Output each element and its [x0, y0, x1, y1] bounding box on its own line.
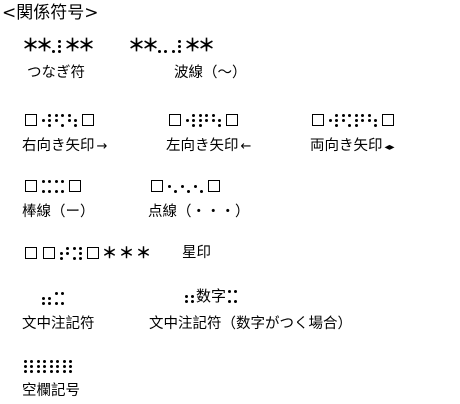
asterisk-icon: ＊ — [184, 36, 201, 56]
braille-cell-icon — [172, 39, 181, 53]
braille-cell-icon — [185, 290, 194, 303]
ryou-yajirushi-symbol — [309, 110, 397, 130]
braille-cell-icon — [158, 40, 167, 53]
migi-yajirushi-label: 右向き矢印→ — [22, 138, 108, 154]
blank-box-icon — [69, 180, 81, 192]
hoshijirushi-symbol: ＊＊＊ — [22, 243, 153, 263]
braille-cell-icon — [199, 113, 208, 127]
braille-cell-icon — [55, 291, 64, 305]
kuuran-symbol — [22, 356, 74, 376]
blank-box-icon — [208, 180, 220, 192]
braille-cell-icon — [42, 113, 51, 127]
blank-box-icon — [25, 180, 37, 192]
blank-box-icon — [312, 114, 324, 126]
braille-cell-icon — [73, 246, 82, 260]
braille-cell-icon — [194, 180, 203, 193]
ryou-yajirushi-label: 両向き矢印◂▸ — [310, 137, 395, 157]
braille-cell-icon — [355, 113, 364, 127]
braille-cell-icon — [212, 113, 221, 127]
blank-box-icon — [87, 247, 99, 259]
page-title: <関係符号> — [2, 3, 99, 23]
asterisk-icon: ＊ — [64, 36, 81, 56]
bunchuu-chuuki-symbol — [40, 288, 66, 308]
braille-cell-icon — [52, 39, 61, 53]
kuuran-label: 空欄記号 — [22, 383, 80, 399]
arrow-right-icon: → — [96, 139, 108, 154]
braille-cell-icon — [42, 179, 51, 193]
bunchuu-chuuki-suuji-symbol: 数字 — [183, 286, 239, 306]
braille-cell-icon — [228, 289, 238, 303]
blank-box-icon — [226, 114, 238, 126]
braille-cell-icon — [60, 246, 69, 260]
hoshijirushi-label: 星印 — [182, 245, 211, 261]
braille-cell-icon — [329, 113, 338, 127]
blank-box-icon — [25, 114, 37, 126]
arrow-both-icon: ◂▸ — [384, 142, 395, 153]
braille-cell-icon — [63, 359, 72, 373]
hasen-label: 波線（～） — [174, 65, 247, 81]
tensen-label: 点線（・・・） — [148, 204, 250, 220]
tsunagi-symbol: ＊ ＊ ＊ ＊ — [22, 36, 95, 56]
hidari-yajirushi-symbol — [166, 110, 241, 130]
blank-box-icon — [82, 114, 94, 126]
hidari-yajirushi-label: 左向き矢印← — [166, 138, 252, 154]
braille-cell-icon — [168, 180, 177, 193]
braille-cell-icon — [181, 180, 190, 193]
braille-cell-icon — [55, 113, 64, 127]
hasen-symbol: ＊ ＊ ＊ ＊ — [128, 36, 215, 56]
bousen-label: 棒線（ー） — [22, 204, 95, 220]
bousen-symbol — [22, 176, 84, 196]
asterisk-icon: ＊ — [22, 36, 39, 56]
braille-cell-icon — [368, 113, 377, 127]
blank-box-icon — [25, 247, 37, 259]
blank-box-icon — [382, 114, 394, 126]
tensen-symbol — [148, 176, 223, 196]
braille-cell-icon — [50, 359, 59, 373]
blank-box-icon — [43, 247, 55, 259]
braille-cell-icon — [342, 113, 351, 127]
bunchuu-chuuki-label: 文中注記符 — [22, 316, 95, 332]
blank-box-icon — [169, 114, 181, 126]
bunchuu-chuuki-suuji-label: 文中注記符（数字がつく場合） — [149, 316, 352, 332]
asterisk-icon: ＊ — [142, 36, 159, 56]
braille-cell-icon — [24, 359, 33, 373]
asterisk-icon: ＊ — [36, 36, 53, 56]
migi-yajirushi-symbol — [22, 110, 97, 130]
braille-cell-icon — [186, 113, 195, 127]
asterisk-icon: ＊ — [78, 36, 95, 56]
blank-box-icon — [151, 180, 163, 192]
stars-text: ＊＊＊ — [102, 244, 154, 262]
braille-cell-icon — [55, 179, 64, 193]
asterisk-icon: ＊ — [128, 36, 145, 56]
tsunagi-label: つなぎ符 — [27, 65, 85, 81]
suuji-text: 数字 — [196, 287, 227, 305]
arrow-left-icon: ← — [240, 139, 252, 154]
asterisk-icon: ＊ — [198, 36, 215, 56]
braille-cell-icon — [68, 113, 77, 127]
braille-cell-icon — [37, 359, 46, 373]
braille-cell-icon — [42, 292, 51, 305]
